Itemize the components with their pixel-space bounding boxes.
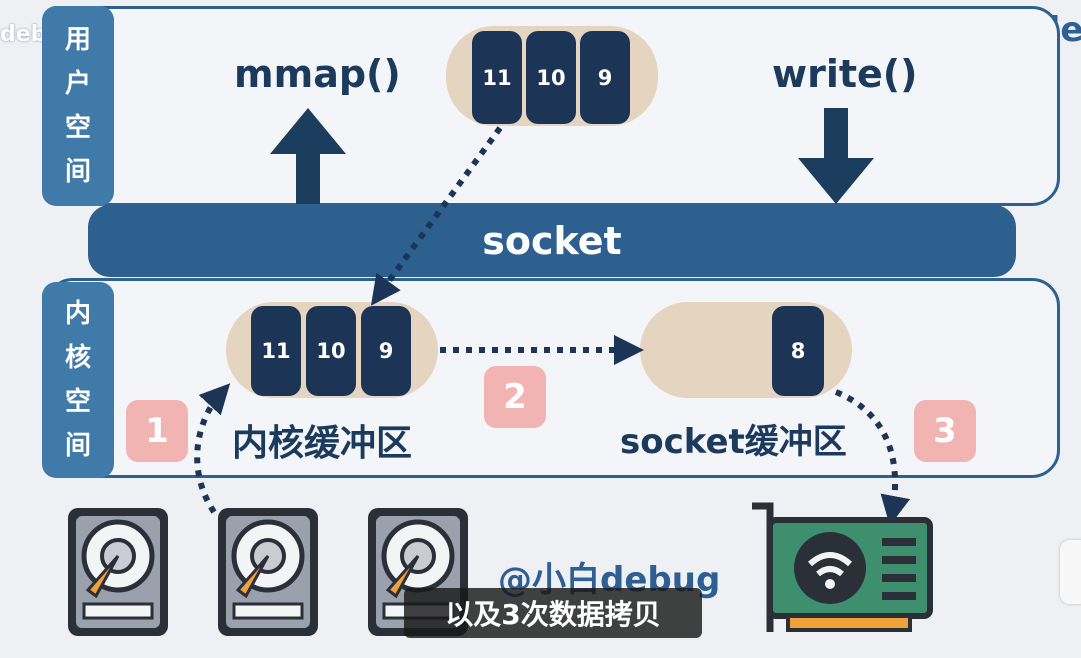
kernel-space-char: 空 [64, 387, 91, 417]
step-badge: 1 [126, 400, 188, 462]
edge-button [1060, 540, 1081, 604]
data-block: 11 [472, 31, 522, 124]
user-space-char: 间 [64, 157, 91, 187]
arrow-socket-to-nic [834, 389, 911, 526]
data-block: 11 [251, 306, 301, 396]
user-space-char: 空 [64, 113, 91, 143]
data-block: 10 [306, 306, 356, 396]
up-arrow-icon [270, 108, 346, 204]
data-block: 9 [580, 31, 630, 124]
arrow-disk-to-kernel [194, 383, 231, 514]
step-badge: 2 [484, 366, 546, 428]
hard-disk-icon [68, 508, 168, 636]
down-arrow-icon [798, 108, 874, 204]
kernel-space-label: 内 核 空 间 [42, 282, 114, 478]
socket-bar: socket [88, 205, 1016, 277]
kernel-space-char: 内 [64, 299, 91, 329]
data-block: 9 [361, 306, 411, 396]
subtitle-caption: 以及3次数据拷贝 [404, 588, 702, 638]
user-space-label: 用 户 空 间 [42, 6, 114, 206]
hard-disk-icon [218, 508, 318, 636]
network-card-icon [752, 502, 933, 632]
kernel-space-char: 间 [64, 431, 91, 461]
user-space-char: 用 [64, 25, 91, 55]
mmap-label: mmap() [234, 52, 401, 96]
write-label: write() [772, 52, 918, 96]
data-block: 10 [526, 31, 576, 124]
data-block: 8 [772, 306, 824, 396]
arrow-user-to-kernel [370, 126, 503, 306]
kernel-buffer-label: 内核缓冲区 [232, 423, 413, 464]
step-badge: 3 [914, 400, 976, 462]
user-space-char: 户 [64, 69, 91, 99]
kernel-space-char: 核 [64, 343, 91, 373]
kernel-space-panel [45, 278, 1060, 478]
socket-buffer-label: socket缓冲区 [620, 422, 847, 462]
